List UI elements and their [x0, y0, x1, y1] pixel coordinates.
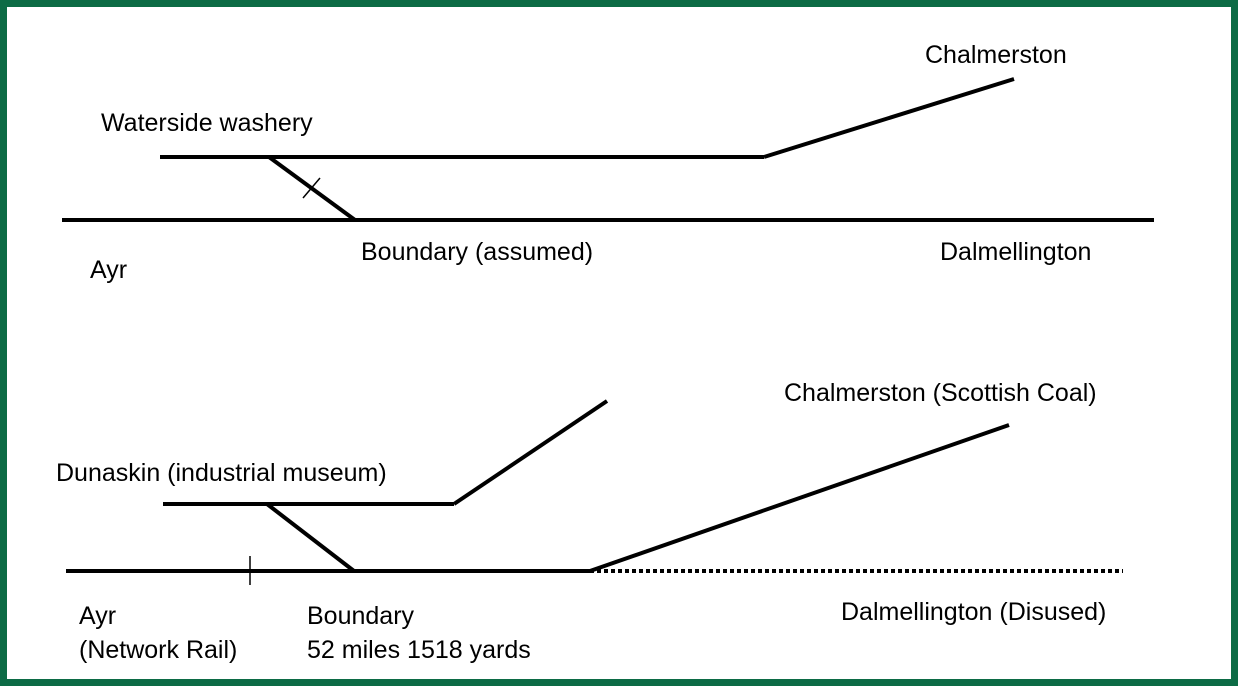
top-label-chalmerston: Chalmerston	[925, 41, 1067, 69]
top-label-boundary: Boundary (assumed)	[361, 238, 594, 266]
bottom-label-network-rail: (Network Rail)	[79, 636, 238, 664]
bottom-dunaskin-branch	[452, 399, 609, 506]
bottom-label-boundary-distance: 52 miles 1518 yards	[307, 636, 531, 664]
bottom-label-chalmerston: Chalmerston (Scottish Coal)	[784, 379, 1097, 407]
track-diagram-svg	[62, 77, 1154, 585]
bottom-chalmerston-branch	[589, 423, 1010, 573]
bottom-label-dalmellington: Dalmellington (Disused)	[841, 598, 1107, 626]
bottom-label-ayr: Ayr	[79, 602, 117, 630]
top-label-waterside-washery: Waterside washery	[101, 109, 313, 137]
bottom-label-boundary: Boundary	[307, 602, 415, 630]
bottom-connecting-spur	[265, 502, 356, 573]
top-label-ayr: Ayr	[90, 256, 128, 284]
bottom-label-dunaskin: Dunaskin (industrial museum)	[56, 459, 387, 487]
top-boundary-tick	[302, 177, 321, 199]
top-chalmerston-branch	[763, 77, 1015, 159]
top-label-dalmellington: Dalmellington	[940, 238, 1092, 266]
